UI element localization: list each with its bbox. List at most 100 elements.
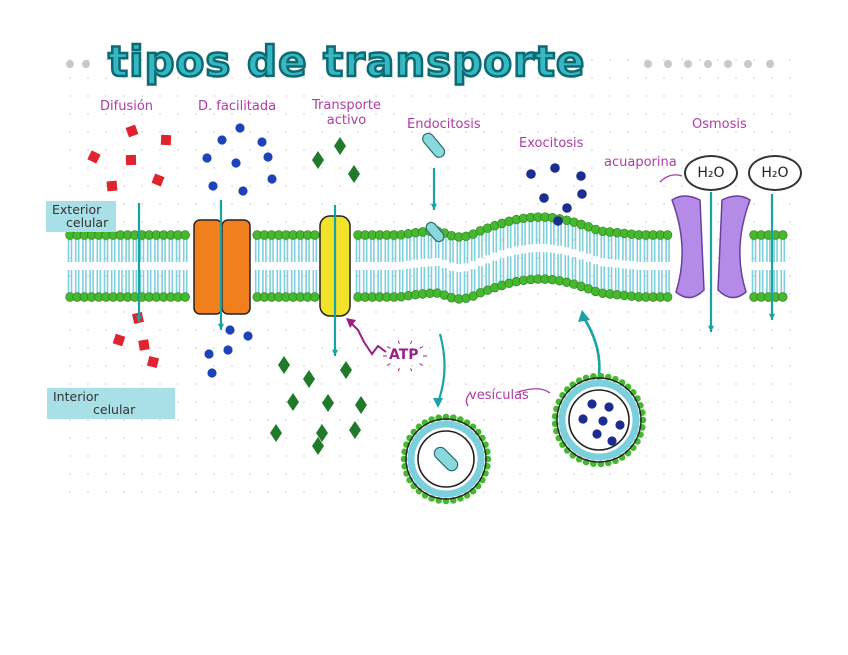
grid-dot <box>717 455 719 457</box>
grid-dot <box>555 77 557 79</box>
grid-dot <box>717 329 719 331</box>
grid-dot <box>501 185 503 187</box>
grid-dot <box>285 455 287 457</box>
grid-dot <box>267 419 269 421</box>
grid-dot <box>789 149 791 151</box>
grid-dot <box>573 347 575 349</box>
facilitated-arrow-head <box>217 323 225 330</box>
label-exocitosis: Exocitosis <box>519 136 584 151</box>
grid-dot <box>393 365 395 367</box>
grid-dot <box>609 131 611 133</box>
grid-dot <box>105 131 107 133</box>
title-dot <box>704 60 712 68</box>
grid-dot <box>249 401 251 403</box>
grid-dot <box>483 311 485 313</box>
facilitated-channel-left <box>193 219 223 315</box>
grid-dot <box>123 203 125 205</box>
grid-dot <box>753 77 755 79</box>
grid-dot <box>177 221 179 223</box>
grid-dot <box>645 77 647 79</box>
grid-dot <box>339 401 341 403</box>
interior-line1: Interior <box>53 389 99 404</box>
grid-dot <box>735 491 737 493</box>
label-difusion: Difusión <box>100 99 154 114</box>
grid-dot <box>285 149 287 151</box>
grid-dot <box>699 473 701 475</box>
grid-dot <box>717 77 719 79</box>
grid-dot <box>267 473 269 475</box>
grid-dot <box>789 239 791 241</box>
grid-dot <box>501 473 503 475</box>
grid-dot <box>609 365 611 367</box>
grid-dot <box>429 275 431 277</box>
grid-dot <box>627 221 629 223</box>
title-dot <box>66 60 74 68</box>
grid-dot <box>375 365 377 367</box>
grid-dot <box>249 455 251 457</box>
grid-dot <box>375 275 377 277</box>
grid-dot <box>249 473 251 475</box>
grid-dot <box>573 131 575 133</box>
label-transporte-activo-line1: Transporte <box>312 98 381 113</box>
grid-dot <box>105 437 107 439</box>
grid-dot <box>681 311 683 313</box>
aquaporin-left <box>671 195 705 299</box>
grid-dot <box>375 455 377 457</box>
label-transporte-activo-line2: activo <box>326 113 367 128</box>
grid-dot <box>195 473 197 475</box>
grid-dot <box>303 59 305 61</box>
grid-dot <box>159 149 161 151</box>
vesiculas-pointer-right <box>517 388 551 394</box>
grid-dot <box>303 167 305 169</box>
grid-dot <box>627 167 629 169</box>
grid-dot <box>267 185 269 187</box>
grid-dot <box>69 455 71 457</box>
grid-dot <box>267 257 269 259</box>
grid-dot <box>321 59 323 61</box>
phospholipid-head <box>778 292 788 302</box>
exocytosis-vesicle-cargo <box>604 402 614 412</box>
grid-dot <box>339 383 341 385</box>
facilitated-molecule <box>263 152 273 162</box>
grid-dot <box>447 347 449 349</box>
grid-dot <box>501 383 503 385</box>
grid-dot <box>267 239 269 241</box>
grid-dot <box>321 473 323 475</box>
grid-dot <box>105 95 107 97</box>
grid-dot <box>249 203 251 205</box>
grid-dot <box>105 455 107 457</box>
grid-dot <box>627 131 629 133</box>
grid-dot <box>645 401 647 403</box>
grid-dot <box>231 491 233 493</box>
grid-dot <box>141 167 143 169</box>
atp-burst-ray <box>410 340 413 344</box>
grid-dot <box>627 59 629 61</box>
grid-dot <box>699 329 701 331</box>
vesiculas-pointer-left <box>465 392 471 407</box>
grid-dot <box>141 491 143 493</box>
exocytosis-cargo <box>562 203 572 213</box>
grid-dot <box>357 167 359 169</box>
grid-dot <box>375 257 377 259</box>
grid-dot <box>609 473 611 475</box>
grid-dot <box>555 293 557 295</box>
grid-dot <box>159 383 161 385</box>
grid-dot <box>573 491 575 493</box>
grid-dot <box>645 257 647 259</box>
grid-dot <box>555 491 557 493</box>
grid-dot <box>339 131 341 133</box>
grid-dot <box>771 473 773 475</box>
grid-dot <box>645 473 647 475</box>
grid-dot <box>753 383 755 385</box>
grid-dot <box>681 455 683 457</box>
grid-dot <box>735 437 737 439</box>
grid-dot <box>213 59 215 61</box>
grid-dot <box>87 329 89 331</box>
grid-dot <box>267 59 269 61</box>
grid-dot <box>69 437 71 439</box>
grid-dot <box>789 95 791 97</box>
grid-dot <box>789 275 791 277</box>
grid-dot <box>195 77 197 79</box>
grid-dot <box>519 455 521 457</box>
facilitated-molecule <box>231 158 241 168</box>
